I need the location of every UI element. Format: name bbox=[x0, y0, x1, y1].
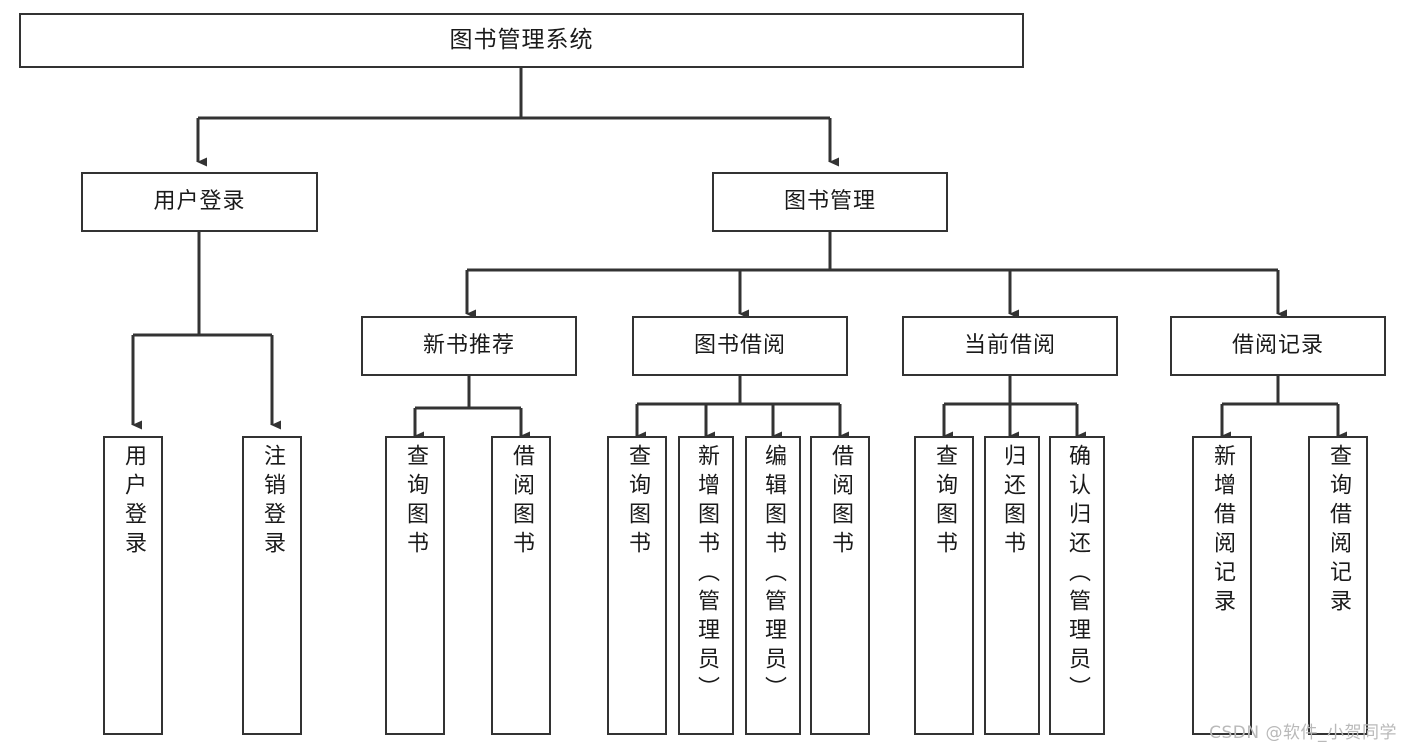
node-book-borrow[interactable]: 图书借阅 bbox=[632, 316, 848, 376]
node-label: 图书管理系统 bbox=[449, 26, 594, 53]
leaf-borrow-book-recommend[interactable]: 借阅图书 bbox=[491, 436, 551, 735]
node-new-book-recommend[interactable]: 新书推荐 bbox=[361, 316, 577, 376]
node-label: 归还图书 bbox=[1000, 444, 1025, 560]
node-borrow-record[interactable]: 借阅记录 bbox=[1170, 316, 1386, 376]
node-root-book-management-system[interactable]: 图书管理系统 bbox=[19, 13, 1024, 68]
node-label: 查询图书 bbox=[625, 444, 650, 560]
leaf-edit-book-admin[interactable]: 编辑图书（管理员） bbox=[745, 436, 801, 735]
leaf-query-book-recommend[interactable]: 查询图书 bbox=[385, 436, 445, 735]
node-label: 新增图书（管理员） bbox=[694, 444, 719, 705]
leaf-query-borrow-record[interactable]: 查询借阅记录 bbox=[1308, 436, 1368, 735]
node-current-borrow[interactable]: 当前借阅 bbox=[902, 316, 1118, 376]
leaf-add-book-admin[interactable]: 新增图书（管理员） bbox=[678, 436, 734, 735]
node-label: 新增借阅记录 bbox=[1210, 444, 1235, 618]
node-label: 用户登录 bbox=[153, 188, 246, 214]
leaf-return-book[interactable]: 归还图书 bbox=[984, 436, 1040, 735]
leaf-logout[interactable]: 注销登录 bbox=[242, 436, 302, 735]
node-label: 注销登录 bbox=[260, 444, 285, 560]
node-label: 确认归还（管理员） bbox=[1065, 444, 1090, 705]
node-label: 用户登录 bbox=[121, 444, 146, 560]
node-label: 图书借阅 bbox=[693, 332, 786, 358]
node-label: 编辑图书（管理员） bbox=[761, 444, 786, 705]
leaf-borrow-book[interactable]: 借阅图书 bbox=[810, 436, 870, 735]
node-label: 查询图书 bbox=[403, 444, 428, 560]
node-label: 借阅图书 bbox=[509, 444, 534, 560]
node-label: 查询图书 bbox=[932, 444, 957, 560]
node-label: 借阅图书 bbox=[828, 444, 853, 560]
node-user-login[interactable]: 用户登录 bbox=[81, 172, 318, 232]
node-label: 当前借阅 bbox=[963, 332, 1056, 358]
leaf-user-login[interactable]: 用户登录 bbox=[103, 436, 163, 735]
watermark-text: CSDN @软件_小贺同学 bbox=[1209, 723, 1397, 743]
node-label: 新书推荐 bbox=[422, 332, 515, 358]
node-label: 借阅记录 bbox=[1231, 332, 1324, 358]
node-book-management[interactable]: 图书管理 bbox=[712, 172, 948, 232]
leaf-query-book-borrow[interactable]: 查询图书 bbox=[607, 436, 667, 735]
node-label: 图书管理 bbox=[783, 188, 876, 214]
node-label: 查询借阅记录 bbox=[1326, 444, 1351, 618]
leaf-query-book-current[interactable]: 查询图书 bbox=[914, 436, 974, 735]
leaf-confirm-return-admin[interactable]: 确认归还（管理员） bbox=[1049, 436, 1105, 735]
leaf-add-borrow-record[interactable]: 新增借阅记录 bbox=[1192, 436, 1252, 735]
